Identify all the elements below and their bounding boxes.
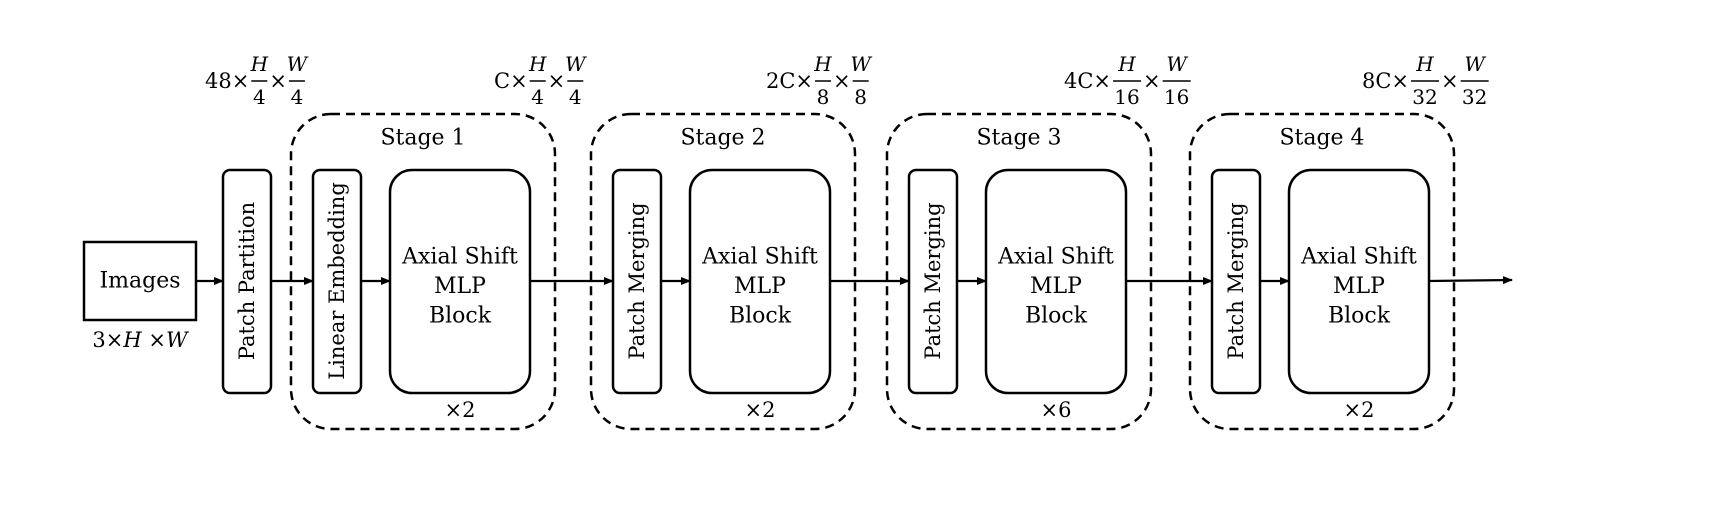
dims-label-5-h-numerator: H <box>1415 52 1434 76</box>
diagram-nodes: Images 3×H ×W Patch Partition Stage 1 Linear… <box>82 112 1456 431</box>
stage-1-entry-label: Linear Embedding <box>325 182 349 380</box>
input-dims-label: 3×H ×W <box>92 328 190 352</box>
dims-label-1-w-denominator: 4 <box>291 85 304 109</box>
stage-4-mlp-block-line-3: Block <box>1328 304 1391 329</box>
dims-label-3-prefix: 2C× <box>766 69 813 93</box>
dims-label-3-times: × <box>833 69 851 93</box>
dims-label-4: 4C×H 16×W 16 <box>1064 52 1191 109</box>
stage-2-entry-label: Patch Merging <box>625 202 649 359</box>
dims-label-4-prefix: 4C× <box>1064 69 1111 93</box>
stage-1-entry-box <box>311 168 363 395</box>
dims-label-4-times: × <box>1143 69 1161 93</box>
dims-label-4-h-denominator: 16 <box>1114 85 1139 109</box>
dims-label-2-prefix: C× <box>494 69 528 93</box>
stage-4-title: Stage 4 <box>1279 126 1364 151</box>
stage-1-repeat-label: ×2 <box>445 398 476 422</box>
stage-4-mlp-block-box <box>1287 168 1431 395</box>
stage-3-entry-box <box>907 168 959 395</box>
stage-2-entry-box <box>611 168 663 395</box>
stage-1-mlp-block-line-2: MLP <box>434 274 486 299</box>
dims-label-4-w-numerator: W <box>1166 52 1188 76</box>
patch-partition-box <box>221 168 273 395</box>
images-box <box>82 240 198 322</box>
dims-label-5-times: × <box>1441 69 1459 93</box>
dims-label-4-w-denominator: 16 <box>1164 85 1189 109</box>
stage-1-mlp-block-box <box>388 168 532 395</box>
dims-label-1-prefix: 48× <box>205 69 249 93</box>
stage-3-mlp-block-line-2: MLP <box>1030 274 1082 299</box>
stage-2-mlp-block-line-2: MLP <box>734 274 786 299</box>
stage-3-mlp-block-box <box>984 168 1128 395</box>
stage-4-mlp-block-line-1: Axial Shift <box>1300 245 1417 270</box>
stage-4-container <box>1188 112 1456 431</box>
dims-label-3: 2C×H8×W8 <box>766 52 872 109</box>
patch-partition-label: Patch Partition <box>235 202 259 360</box>
stage-2-mlp-block-line-3: Block <box>729 304 792 329</box>
stage-3-entry-label: Patch Merging <box>921 202 945 359</box>
stage-2-container <box>589 112 857 431</box>
dims-label-1-times: × <box>269 69 287 93</box>
dims-label-3-h-denominator: 8 <box>817 85 830 109</box>
dims-label-3-w-numerator: W <box>850 52 872 76</box>
stage-4-repeat-label: ×2 <box>1344 398 1375 422</box>
stage-4-entry-box <box>1210 168 1262 395</box>
stage-3-mlp-block-line-1: Axial Shift <box>997 245 1114 270</box>
dims-label-1-w-numerator: W <box>287 52 309 76</box>
dims-label-1: 48×H4×W4 <box>205 52 309 109</box>
stage-4-entry-label: Patch Merging <box>1224 202 1248 359</box>
stage-2-title: Stage 2 <box>680 126 765 151</box>
dims-label-3-w-denominator: 8 <box>854 85 867 109</box>
stage-2-mlp-block-box <box>688 168 832 395</box>
dims-label-1-h-denominator: 4 <box>253 85 266 109</box>
stage-1-title: Stage 1 <box>380 126 465 151</box>
dims-label-2: C×H4×W4 <box>494 52 587 109</box>
dimension-labels: 48×H4×W4C×H4×W42C×H8×W84C×H16×W168C×H32×… <box>205 52 1489 109</box>
flow-arrows <box>196 276 1513 285</box>
stage-1-mlp-block-line-3: Block <box>429 304 492 329</box>
images-label: Images <box>99 269 180 294</box>
dims-label-2-times: × <box>548 69 566 93</box>
dims-label-5-w-denominator: 32 <box>1462 85 1487 109</box>
dims-label-2-w-denominator: 4 <box>569 85 582 109</box>
dims-label-2-w-numerator: W <box>565 52 587 76</box>
dims-label-5-h-denominator: 32 <box>1412 85 1437 109</box>
dims-label-5-prefix: 8C× <box>1362 69 1409 93</box>
dims-label-4-h-numerator: H <box>1117 52 1136 76</box>
dims-label-1-h-numerator: H <box>250 52 269 76</box>
dims-label-2-h-denominator: 4 <box>531 85 544 109</box>
stage-3-container <box>885 112 1153 431</box>
stage-3-repeat-label: ×6 <box>1041 398 1072 422</box>
stage-1-container <box>289 112 557 431</box>
stage-1-mlp-block-line-1: Axial Shift <box>401 245 518 270</box>
dims-label-5: 8C×H 32×W 32 <box>1362 52 1489 109</box>
stage-2-repeat-label: ×2 <box>745 398 776 422</box>
stage-4-mlp-block-line-2: MLP <box>1333 274 1385 299</box>
dims-label-2-h-numerator: H <box>528 52 547 76</box>
stage-2-mlp-block-line-1: Axial Shift <box>701 245 818 270</box>
dims-label-5-w-numerator: W <box>1464 52 1486 76</box>
stage-3-mlp-block-line-3: Block <box>1025 304 1088 329</box>
dims-label-3-h-numerator: H <box>813 52 832 76</box>
stage-3-title: Stage 3 <box>976 126 1061 151</box>
arrow-output <box>1428 276 1513 285</box>
